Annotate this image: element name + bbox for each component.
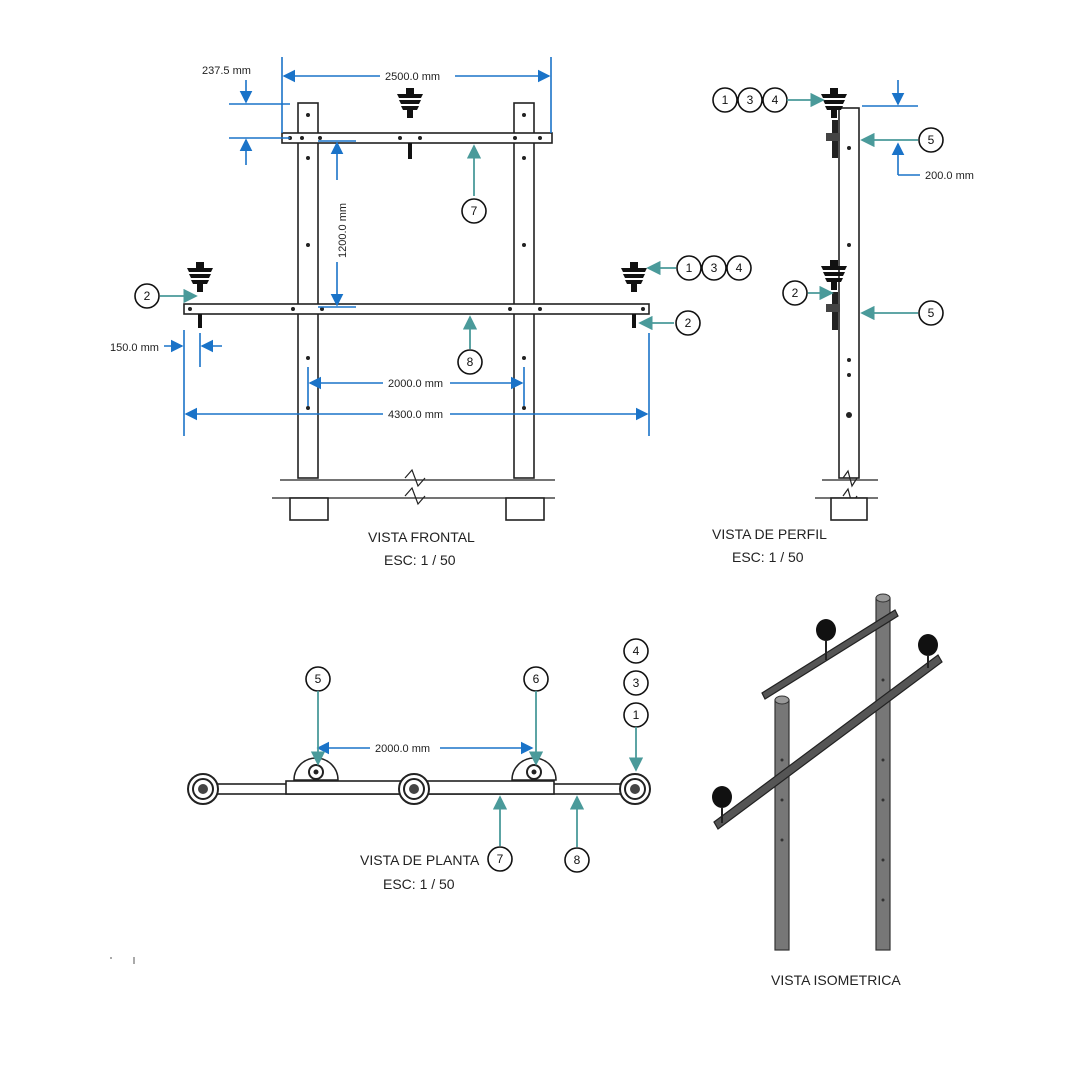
pole-holes	[306, 113, 526, 410]
callout-7: 7	[471, 204, 478, 218]
profile-view-scale: ESC: 1 / 50	[732, 549, 804, 565]
plan-callout-4: 4	[633, 644, 640, 658]
iso-view-title: VISTA ISOMETRICA	[771, 972, 901, 988]
callout-8: 8	[467, 355, 474, 369]
callout-2-left: 2	[144, 289, 151, 303]
plan-dim-2000: 2000.0 mm	[375, 743, 430, 755]
insulator-top-icon	[187, 773, 219, 805]
profile-callout-5-top: 5	[928, 133, 935, 147]
plan-callout-6: 6	[533, 672, 540, 686]
callout-3: 3	[711, 261, 718, 275]
insulator-icon	[397, 88, 423, 118]
insulator-icon	[187, 262, 213, 292]
plan-callout-5: 5	[315, 672, 322, 686]
front-view: 237.5 mm 2500.0 mm 1200.0 mm 150.0 mm 20…	[110, 57, 752, 568]
plan-callout-7: 7	[497, 852, 504, 866]
callout-bubble	[461, 198, 487, 224]
plan-view-scale: ESC: 1 / 50	[383, 876, 455, 892]
callout-bubble	[675, 310, 701, 336]
plan-view-title: VISTA DE PLANTA	[360, 852, 480, 868]
plan-callout-1: 1	[633, 708, 640, 722]
profile-callout-1: 1	[722, 93, 729, 107]
callout-1: 1	[686, 261, 693, 275]
plan-view: 2000.0 mm 5 6 4 3 1 7 8 VISTA DE PLANTA …	[187, 638, 651, 892]
profile-view: 200.0 mm 1 3 4 5 2 5 VISTA DE PERFIL ESC…	[712, 80, 974, 565]
dim-2500: 2500.0 mm	[385, 71, 440, 83]
callout-bubble	[457, 349, 483, 375]
front-view-title: VISTA FRONTAL	[368, 529, 475, 545]
front-view-scale: ESC: 1 / 50	[384, 552, 456, 568]
iso-pole-right	[875, 597, 891, 951]
callout-bubble	[676, 255, 702, 281]
insulator-top-icon	[398, 773, 430, 805]
callout-4: 4	[736, 261, 743, 275]
lower-crossarm	[183, 303, 650, 315]
callout-2-right: 2	[685, 316, 692, 330]
iso-upper-crossarm	[761, 609, 899, 700]
callout-bubble	[726, 255, 752, 281]
profile-callout-4: 4	[772, 93, 779, 107]
insulator-icon	[621, 262, 647, 292]
dim-200: 200.0 mm	[925, 170, 974, 182]
iso-pole-left	[774, 699, 790, 951]
iso-view: VISTA ISOMETRICA	[712, 593, 943, 988]
dim-1200: 1200.0 mm	[337, 203, 349, 258]
dim-237-5: 237.5 mm	[202, 65, 251, 77]
callout-bubble	[701, 255, 727, 281]
profile-callout-5-bottom: 5	[928, 306, 935, 320]
callout-bubble	[134, 283, 160, 309]
dim-4300: 4300.0 mm	[388, 409, 443, 421]
profile-callout-2: 2	[792, 286, 799, 300]
insulator-top-icon	[619, 773, 651, 805]
profile-view-title: VISTA DE PERFIL	[712, 526, 827, 542]
plan-callout-3: 3	[633, 676, 640, 690]
dim-150: 150.0 mm	[110, 342, 159, 354]
iso-lower-crossarm	[713, 654, 943, 830]
profile-callout-3: 3	[747, 93, 754, 107]
plan-callout-8: 8	[574, 853, 581, 867]
profile-pole	[838, 107, 860, 479]
dim-2000-front: 2000.0 mm	[388, 378, 443, 390]
